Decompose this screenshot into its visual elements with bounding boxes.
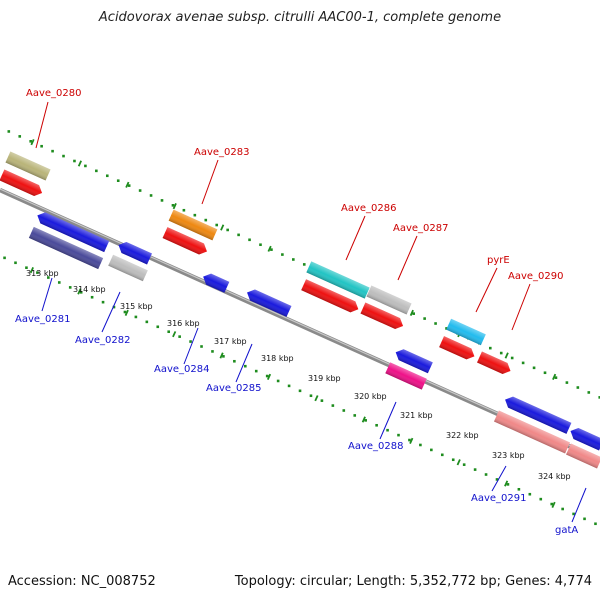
label-leader-line	[491, 465, 507, 492]
gene-features	[0, 151, 600, 469]
label-leader-line	[235, 343, 253, 383]
gene-label[interactable]: Aave_0287	[393, 223, 449, 234]
gene-feature-arrow[interactable]	[168, 209, 218, 241]
gene-feature-arrow[interactable]	[108, 254, 148, 282]
scale-label: 316 kbp	[167, 319, 200, 328]
gene-feature-arrow[interactable]	[503, 394, 572, 434]
gene-label[interactable]: Aave_0288	[348, 441, 404, 452]
scale-labels: 313 kbp 314 kbp 315 kbp 316 kbp 317 kbp …	[26, 269, 571, 481]
gene-feature-arrow[interactable]	[35, 210, 110, 253]
scale-label: 314 kbp	[73, 285, 106, 294]
label-leader-line	[379, 401, 397, 440]
gene-feature-arrow[interactable]	[477, 351, 513, 377]
gene-feature-arrow[interactable]	[385, 362, 427, 390]
gene-feature-arrow[interactable]	[393, 347, 433, 374]
scale-label: 320 kbp	[354, 392, 387, 401]
label-leader-line	[201, 159, 219, 205]
gene-label[interactable]: Aave_0283	[194, 147, 250, 158]
gene-feature-arrow[interactable]	[0, 169, 45, 199]
gene-feature-arrow[interactable]	[306, 261, 370, 299]
gene-label[interactable]: Aave_0281	[15, 314, 71, 325]
gene-feature-arrow[interactable]	[162, 227, 210, 257]
label-leader-line	[397, 235, 418, 281]
gene-label[interactable]: Aave_0285	[206, 383, 262, 394]
gene-feature-arrow[interactable]	[201, 271, 230, 293]
gene-label[interactable]: Aave_0290	[508, 271, 564, 282]
gene-feature-arrow[interactable]	[245, 287, 292, 317]
label-leader-line	[41, 277, 53, 312]
scale-label: 324 kbp	[538, 472, 571, 481]
gene-label[interactable]: Aave_0282	[75, 335, 131, 346]
label-leader-line	[35, 101, 49, 149]
label-leader-line	[511, 283, 531, 331]
gene-label[interactable]: Aave_0286	[341, 203, 397, 214]
gene-feature-arrow[interactable]	[568, 426, 600, 451]
gene-feature-arrow[interactable]	[116, 240, 152, 265]
scale-label: 319 kbp	[308, 374, 341, 383]
gene-feature-arrow[interactable]	[28, 226, 104, 270]
gene-feature-arrow[interactable]	[493, 410, 571, 454]
gene-feature-arrow[interactable]	[366, 285, 412, 315]
label-leader-line	[345, 215, 366, 261]
scale-label: 315 kbp	[120, 302, 153, 311]
gene-feature-arrow[interactable]	[439, 336, 477, 362]
gene-feature-arrow[interactable]	[360, 302, 405, 332]
label-leader-lines	[35, 101, 587, 523]
genome-summary-text: Topology: circular; Length: 5,352,772 bp…	[234, 574, 592, 589]
map-title: Acidovorax avenae subsp. citrulli AAC00-…	[98, 10, 502, 25]
gene-feature-arrow[interactable]	[446, 318, 486, 346]
gene-label[interactable]: pyrE	[487, 255, 510, 266]
label-leader-line	[475, 267, 498, 313]
accession-text: Accession: NC_008752	[8, 574, 156, 589]
label-leader-line	[571, 487, 587, 523]
gene-feature-arrow[interactable]	[566, 443, 600, 469]
scale-label: 317 kbp	[214, 337, 247, 346]
scale-label: 318 kbp	[261, 354, 294, 363]
gene-feature-arrow[interactable]	[5, 151, 51, 181]
gene-label[interactable]: Aave_0291	[471, 493, 527, 504]
gene-label[interactable]: Aave_0280	[26, 88, 82, 99]
label-leader-line	[183, 327, 199, 365]
scale-label: 322 kbp	[446, 431, 479, 440]
gene-labels: Aave_0280 Aave_0281 Aave_0282 Aave_0283 …	[15, 88, 578, 536]
scale-label: 313 kbp	[26, 269, 59, 278]
scale-label: 321 kbp	[400, 411, 433, 420]
gene-label[interactable]: gatA	[555, 525, 578, 536]
gene-label[interactable]: Aave_0284	[154, 364, 210, 375]
gene-feature-arrow[interactable]	[301, 279, 361, 315]
scale-label: 323 kbp	[492, 451, 525, 460]
label-leader-line	[101, 291, 121, 333]
